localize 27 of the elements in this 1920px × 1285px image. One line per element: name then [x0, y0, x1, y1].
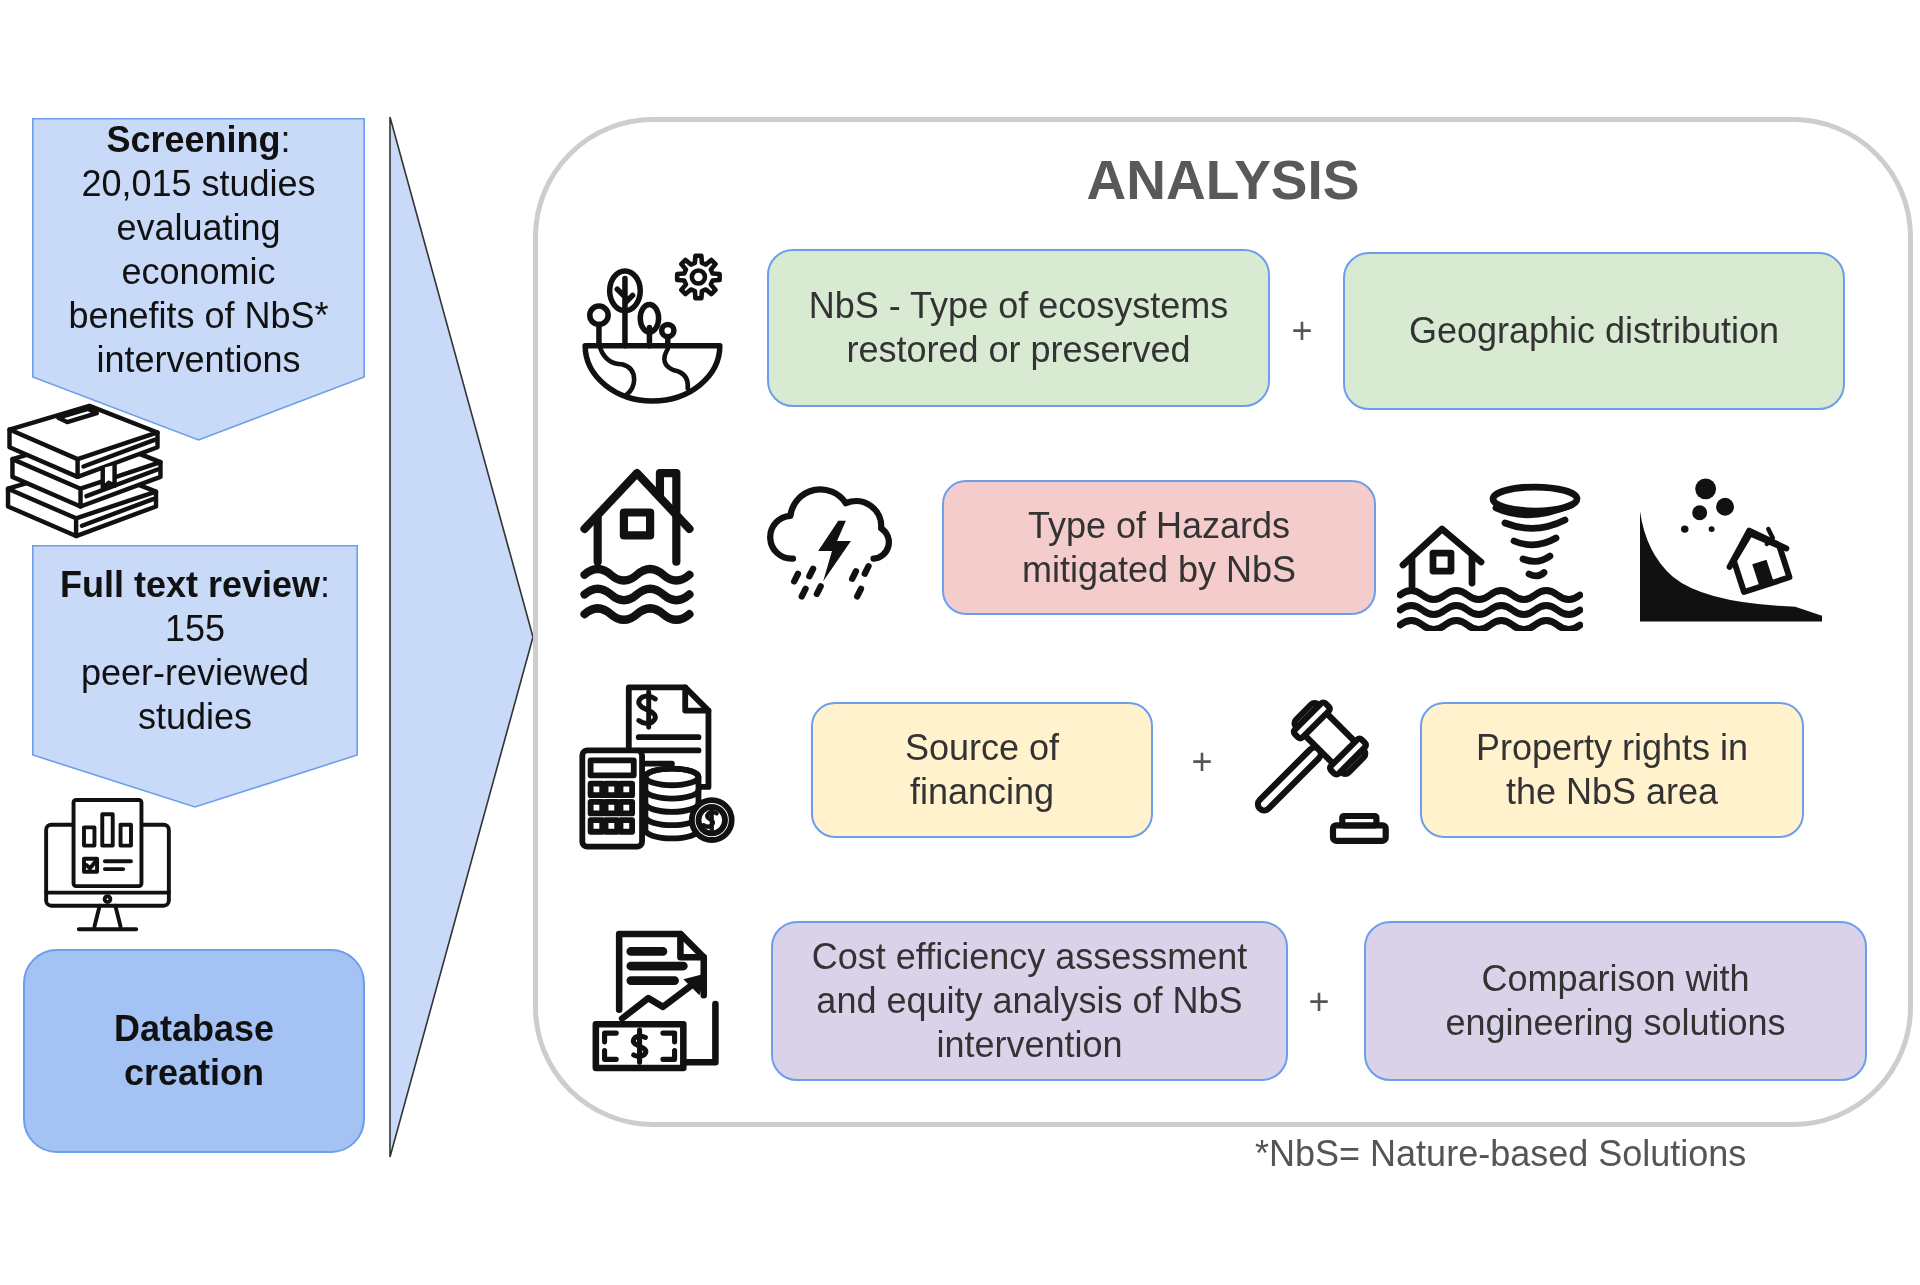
category-label: Geographic distribution	[1408, 309, 1780, 353]
category-label: Type of Hazards mitigated by NbS	[1020, 503, 1298, 592]
process-box	[23, 949, 365, 1153]
category-label: Comparison with engineering solutions	[1444, 957, 1787, 1045]
analysis-panel	[533, 117, 1913, 1127]
footnote: *NbS= Nature-based Solutions	[1255, 1134, 1747, 1174]
arrow-shaped-step	[32, 545, 358, 808]
step-description: Full text review: 155 peer-reviewed studies	[58, 563, 332, 739]
arrow-shaped-step	[32, 118, 365, 441]
plus-sign: +	[1191, 742, 1213, 782]
category-box	[942, 480, 1376, 615]
plus-sign: +	[1291, 311, 1313, 351]
category-label: Source of financing	[903, 726, 1061, 814]
step-description: Screening: 20,015 studies evaluating economic benefits of NbS* interventions	[67, 118, 330, 382]
category-label: Property rights in the NbS area	[1474, 726, 1750, 814]
plus-sign: +	[1308, 982, 1330, 1022]
category-box	[771, 921, 1288, 1081]
step-label: Database creation	[112, 1007, 276, 1095]
category-label: NbS - Type of ecosystems restored or preserved	[807, 284, 1230, 372]
category-box	[1364, 921, 1867, 1081]
chevron-arrow	[389, 116, 534, 1158]
category-box	[767, 249, 1270, 407]
category-box	[1420, 702, 1804, 838]
category-label: Cost efficiency assessment and equity analysis of NbS intervention	[810, 935, 1249, 1067]
category-box	[1343, 252, 1845, 410]
panel-title: ANALYSIS	[1086, 150, 1360, 210]
category-box	[811, 702, 1153, 838]
